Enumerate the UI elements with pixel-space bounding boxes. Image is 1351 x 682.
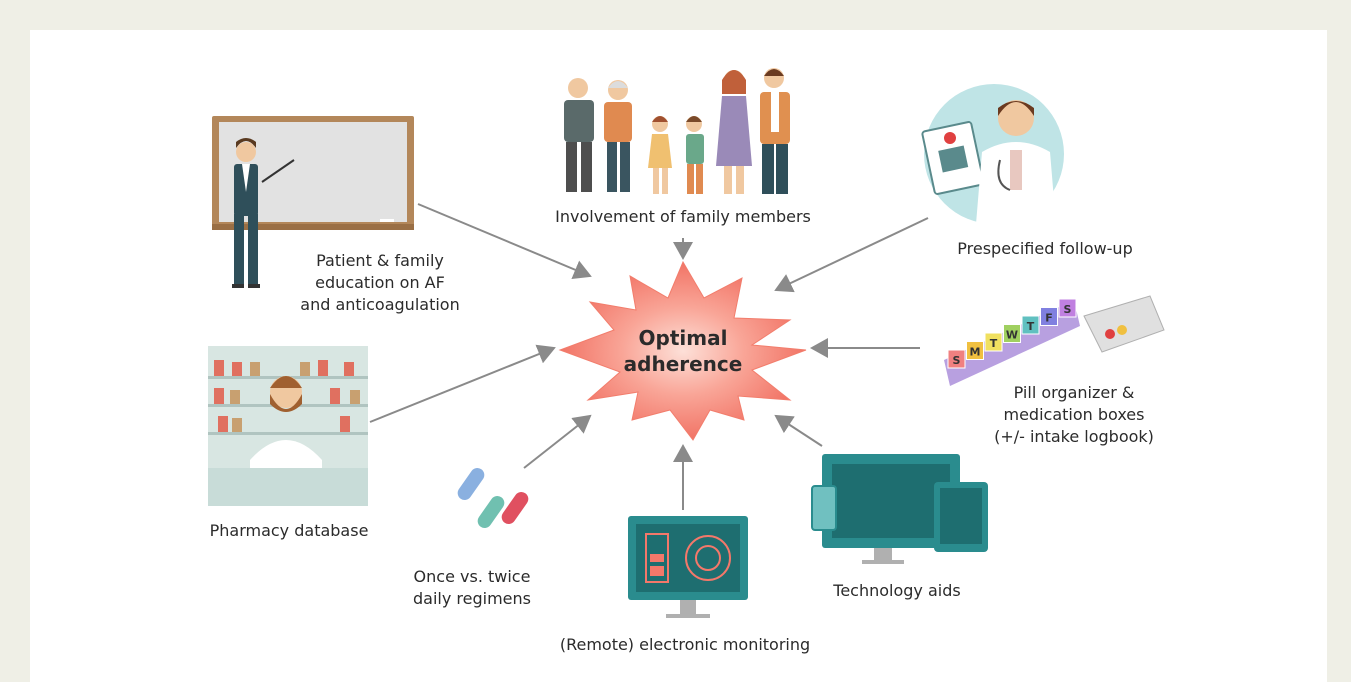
- pillbox-compartment: [984, 332, 1003, 352]
- center-title-line1: Optimal: [639, 326, 728, 350]
- arrow-followup: [774, 217, 929, 293]
- label-education: Patient & family education on AF and ant…: [300, 251, 460, 314]
- arrow-technology: [774, 414, 823, 447]
- arrows: [369, 203, 929, 510]
- capsules-illustration: [457, 467, 529, 529]
- starburst-shape: [558, 260, 807, 441]
- pillbox-compartment: [966, 341, 984, 360]
- pillbox-day-letter: T: [1027, 320, 1035, 333]
- teacher-chalkboard-illustration: [212, 116, 414, 288]
- pillbox-day-letter: M: [970, 346, 981, 359]
- pillbox-day-letter: T: [990, 337, 998, 350]
- pillbox-day-letter: W: [1006, 329, 1018, 342]
- label-pharmacy: Pharmacy database: [209, 521, 369, 540]
- label-monitoring: (Remote) electronic monitoring: [559, 635, 811, 654]
- arrow-education: [417, 203, 592, 280]
- arrow-pharmacy: [369, 344, 556, 423]
- label-technology: Technology aids: [833, 581, 961, 600]
- technology-illustration: [811, 454, 988, 564]
- pillbox-compartment: [1003, 324, 1021, 343]
- pillbox-compartment: [1040, 307, 1058, 326]
- center-title-line2: adherence: [624, 352, 743, 376]
- pillbox-day-letter: S: [953, 354, 961, 367]
- label-family: Involvement of family members: [555, 207, 811, 226]
- arrow-regimens: [523, 414, 592, 469]
- pillbox-compartment: [1021, 315, 1040, 335]
- pillbox-compartment: [1058, 298, 1077, 318]
- family-illustration: [564, 68, 790, 194]
- label-pills: Pill organizer & medication boxes (+/- i…: [994, 383, 1154, 446]
- monitoring-illustration: [628, 516, 748, 618]
- pillbox-day-letter: F: [1045, 312, 1053, 325]
- pharmacy-illustration: [208, 346, 368, 506]
- label-followup: Prespecified follow-up: [957, 239, 1133, 258]
- pillbox-day-letter: S: [1064, 303, 1072, 316]
- doctor-illustration: [921, 84, 1064, 224]
- pillbox-compartment: [947, 349, 966, 369]
- optimal-adherence-starburst: Optimal adherence: [558, 260, 807, 441]
- label-regimens: Once vs. twice daily regimens: [413, 567, 531, 608]
